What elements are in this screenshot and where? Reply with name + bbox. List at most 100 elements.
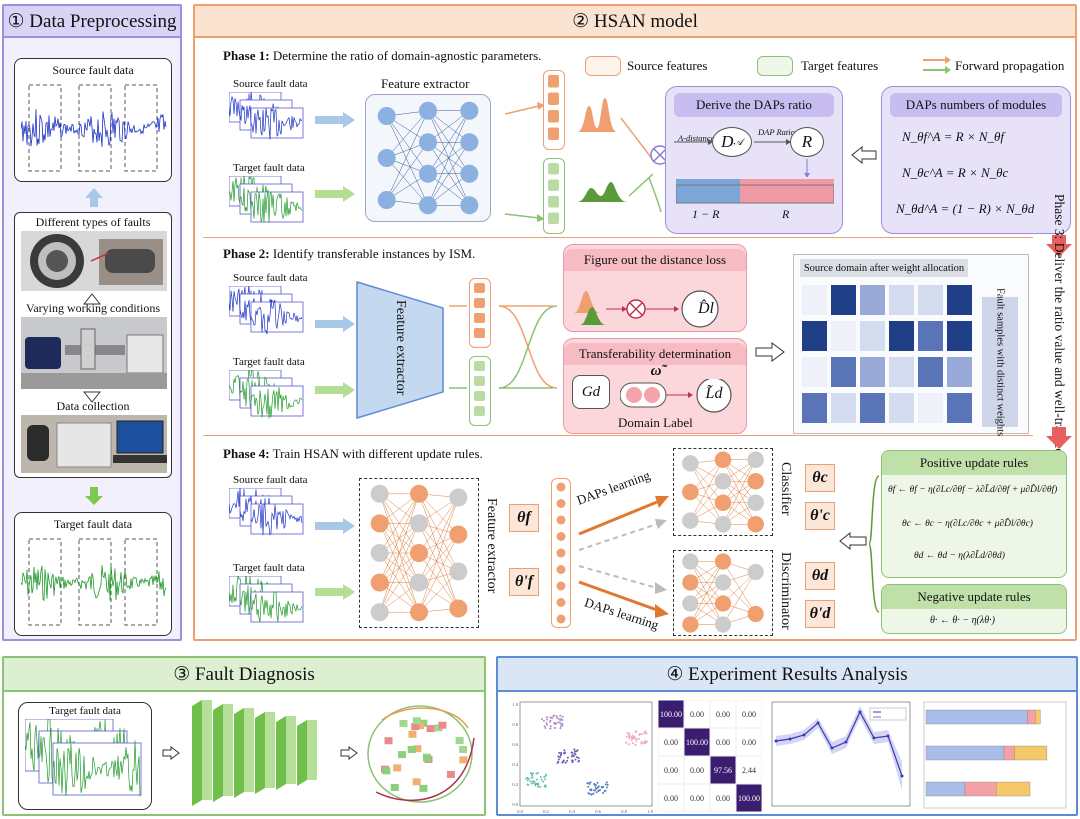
source-fault-data-label: Source fault data [52,63,134,77]
sample-square [419,784,428,792]
nn-edge [386,142,429,201]
feature-node [556,532,566,541]
x-tick-label: 0.2 [543,809,549,814]
nn-edge [722,459,756,525]
cm-value: 0.00 [690,794,704,803]
p4-target-label: Target fault data [233,562,305,574]
weight-side-label: Fault samples with distinct weights [982,288,1018,436]
panel-title: ④ Experiment Results Analysis [498,658,1076,692]
p1-extractor-label: Feature extractor [381,76,470,91]
scatter-point [573,752,576,755]
fault-types-label: Different types of faults [35,215,151,229]
scatter-point [631,736,634,739]
dl-symbol: D̂l [698,300,714,317]
line-point [900,774,904,778]
p4-feature-extractor [359,478,479,628]
sample-square [399,720,408,728]
p2-target-feature-column [469,356,491,426]
x-tick-label: 0.8 [621,809,627,814]
nn-edge [690,561,724,604]
scatter-point [605,786,608,789]
scatter-point [596,781,599,784]
scatter-point [560,753,563,756]
nn-node [370,603,389,622]
theta-d2-box: θ'd [805,600,835,628]
scatter-point [545,773,548,776]
bearing-photo [21,231,167,291]
cm-cell [683,783,711,812]
distance-loss-box: Figure out the distance loss D̂l [563,244,747,332]
legend-source-label: Source features [627,58,708,73]
weight-cell [889,321,914,351]
nn-node [747,563,764,581]
data-collection-label: Data collection [56,399,130,413]
scatter-point [605,781,608,784]
cnn-face [202,700,212,800]
scatter-point [526,779,529,782]
scatter-point [546,723,549,726]
nn-node [449,488,468,507]
p4-target-stack [229,576,304,623]
waveform-trace [21,564,167,602]
line-point [858,710,862,714]
scatter-point [539,785,542,788]
scatter-point [559,714,562,717]
sample-square [384,737,393,745]
cm-value: 0.00 [716,710,730,719]
panel-title: ① Data Preprocessing [4,6,180,38]
scatter-point [532,772,535,775]
sample-square [416,722,425,730]
legend-target-label: Target features [801,58,879,73]
nn-node [419,101,437,120]
stacked-bar-chart [923,701,1067,809]
negative-rules-box: Negative update rules θ· ← θ· − η(λθ·) [881,584,1067,634]
theta-c2-box: θ'c [805,502,835,530]
weight-cell [918,393,943,423]
daps-ratio-title: Derive the DAPs ratio [674,93,834,117]
daps-eq3: N_θd^A = (1 − R) × N_θd [896,201,1035,216]
p3-target-label: Target fault data [49,705,121,717]
weight-cell [889,357,914,387]
theta-f-box: θf [509,504,539,532]
nn-node [682,455,699,472]
arrow-right-icon [755,342,785,362]
waveform-trace [250,591,303,623]
data-collection-photo [21,415,167,473]
nn-edge [418,523,459,572]
rules-bracket [868,475,880,613]
weight-cell [860,285,885,315]
scatter-point [557,758,560,761]
dap-ratio-label: DAP Ratio [758,127,795,137]
scatter-point [645,732,648,735]
scatter-point [642,742,645,745]
a-distance-label: A-distance [678,133,715,143]
scatter-point [628,734,631,737]
weight-cell [860,393,885,423]
weight-cell [918,321,943,351]
scatter-point [601,786,604,789]
waveform-trace [21,109,167,147]
scatter-point [577,757,580,760]
nn-node [419,133,437,152]
negative-rules-title: Negative update rules [882,585,1066,609]
scatter-point [628,732,631,735]
p2-feature-extractor [356,280,444,420]
feature-node [556,499,566,508]
scatter-point [553,721,556,724]
scatter-point [549,719,552,722]
scatter-point [628,736,631,739]
sample-square [459,745,468,753]
feature-cell [548,75,559,88]
bar-segment [964,781,997,797]
scatter-point [563,752,566,755]
discriminator-box [673,550,773,636]
scatter-point [595,791,598,794]
line-point [886,734,890,738]
phase4-section: Phase 4: Train HSAN with different updat… [203,438,1071,638]
scatter-point [626,731,629,734]
ratio-bar [676,179,834,204]
nn-node [714,515,732,533]
nn-edge [690,481,724,521]
nn-edge [418,534,459,583]
cm-value: 0.00 [664,738,678,747]
